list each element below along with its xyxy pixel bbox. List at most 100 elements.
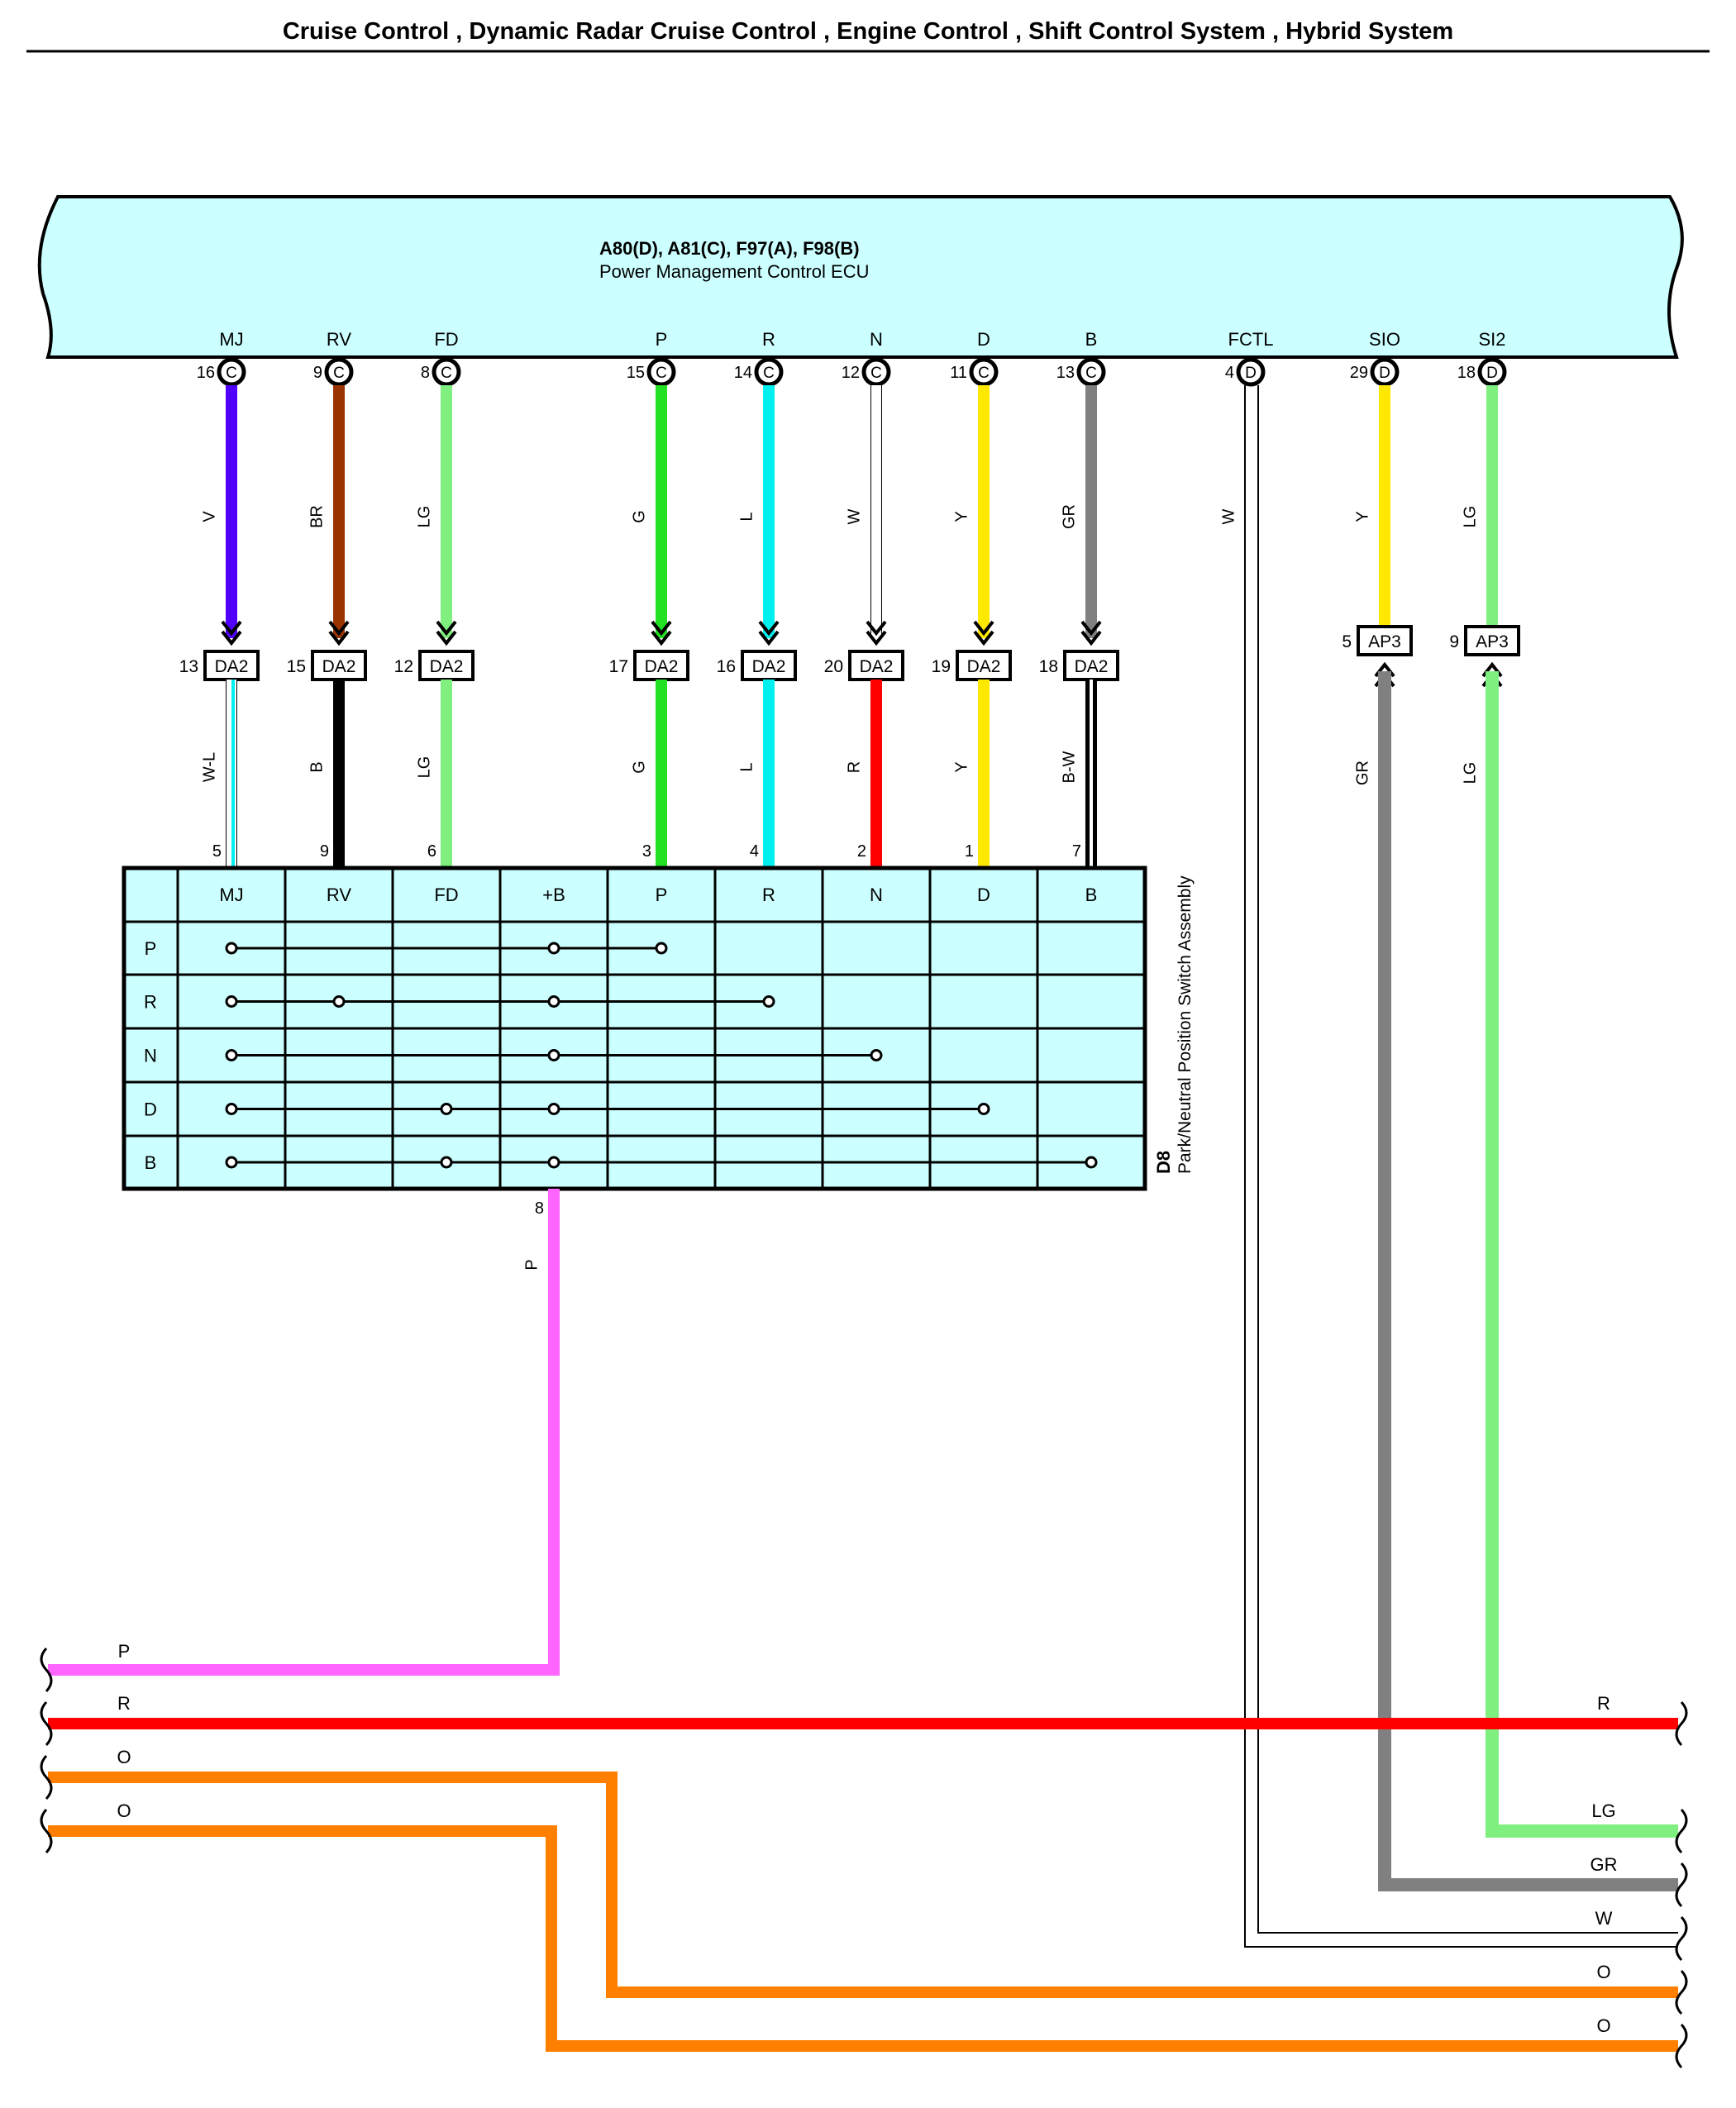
ecu-terminal-pin: 8 [421, 364, 430, 382]
da2-junction-pin: 12 [394, 657, 413, 676]
ecu-terminal-conn: C [333, 365, 345, 382]
ecu-terminal-pin: 11 [950, 364, 967, 382]
ecu-block [37, 195, 1684, 359]
switch-pin: 3 [642, 842, 651, 861]
bus-left-label: R [117, 1693, 131, 1714]
lower-wire-code: B [308, 761, 326, 772]
ecu-terminal-label: B [1085, 329, 1098, 350]
ecu-terminal-label: SI2 [1478, 329, 1505, 350]
ecu-terminal-circle [217, 357, 246, 387]
switch-id: D8 [1153, 1151, 1174, 1174]
ecu-terminal-conn: C [656, 365, 667, 382]
switch-column-header: N [870, 885, 883, 905]
ecu-terminal-label: FD [434, 329, 458, 350]
junction-chevron [758, 620, 780, 646]
ecu-terminal-circle [1370, 357, 1400, 387]
lower-wire-code: W-L [200, 752, 218, 782]
da2-junction-box [848, 650, 904, 681]
switch-contact-point [547, 1049, 560, 1061]
ecu-terminal-circle [646, 357, 676, 387]
bus-right-label: GR [1591, 1854, 1618, 1875]
da2-junction-box [633, 650, 689, 681]
switch-row-label: N [144, 1046, 157, 1066]
switch-contact-point [547, 1156, 560, 1169]
switch-output-wire [48, 1189, 560, 1676]
switch-column-header: R [762, 885, 775, 905]
right-break-mark [1675, 1700, 1688, 1747]
ap3-lower-wire-lg-core [1486, 671, 1678, 1838]
ap3-junction-box [1357, 625, 1413, 656]
ecu-terminal-pin: 29 [1350, 364, 1368, 382]
lower-wire-code: L [737, 762, 756, 771]
switch-name: Park/Neutral Position Switch Assembly [1176, 875, 1195, 1174]
junction-chevron [328, 620, 350, 646]
da2-junction-pin: 20 [824, 657, 843, 676]
switch-row-label: P [145, 938, 157, 959]
left-break-mark [40, 1808, 53, 1854]
ap3-junction-name: AP3 [1368, 632, 1401, 651]
ecu-terminal-conn: C [1085, 365, 1097, 382]
ap3-lower-wire-gr-core [1378, 671, 1678, 1891]
da2-junction-pin: 16 [717, 657, 736, 676]
ecu-terminal-circle [969, 357, 999, 387]
ap3-lower-wire-lg [1486, 671, 1678, 1838]
ecu-terminal-conn: C [763, 365, 775, 382]
ecu-terminal-circle [324, 357, 354, 387]
upper-wire-code: W [845, 508, 863, 524]
upper-wire-code: Y [952, 511, 971, 522]
ecu-terminal-label: MJ [219, 329, 243, 350]
switch-contact-point [655, 942, 668, 955]
lower-wire-code: G [630, 761, 648, 774]
ecu-terminal-circle [1076, 357, 1106, 387]
switch-contact-point [440, 1156, 453, 1169]
upper-wire-code: LG [415, 506, 433, 528]
upper-wire-code: GR [1060, 504, 1078, 529]
ecu-terminal-label: P [656, 329, 668, 350]
switch-pin: 9 [320, 842, 329, 861]
da2-junction-name: DA2 [1075, 657, 1109, 676]
switch-column-header: RV [327, 885, 351, 905]
ap3-junction-pin: 5 [1342, 632, 1352, 651]
ecu-terminal-label: N [870, 329, 883, 350]
switch-pin: 5 [212, 842, 222, 861]
switch-contact-point [440, 1103, 453, 1115]
junction-chevron [221, 620, 242, 646]
ecu-terminal-circle [861, 357, 891, 387]
switch-pin: 1 [965, 842, 974, 861]
switch-output-pin: 8 [535, 1199, 544, 1218]
upper-wire-code: V [200, 511, 218, 522]
lower-wire-code: B-W [1060, 751, 1078, 783]
switch-contact-point [225, 1156, 238, 1169]
bus-wire-o2-core [48, 1825, 1678, 2052]
switch-contact-point [332, 995, 346, 1008]
ap3-junction-box [1464, 625, 1520, 656]
da2-junction-name: DA2 [430, 657, 464, 676]
right-break-mark [1675, 1915, 1688, 1962]
junction-chevron [651, 620, 672, 646]
switch-column-header: MJ [219, 885, 243, 905]
ecu-terminal-conn: C [226, 365, 237, 382]
ecu-terminal-pin: 14 [734, 364, 752, 382]
switch-column-header: FD [434, 885, 458, 905]
da2-junction-pin: 15 [287, 657, 306, 676]
switch-contact-point [225, 942, 238, 955]
ecu-terminal-pin: 16 [197, 364, 215, 382]
switch-column-header: B [1085, 885, 1098, 905]
ecu-terminal-conn: D [1379, 365, 1390, 382]
upper-wire-code: BR [308, 505, 326, 528]
da2-junction-pin: 13 [179, 657, 198, 676]
switch-pin: 6 [427, 842, 436, 861]
switch-contact-point [762, 995, 775, 1008]
ecu-terminal-pin: 18 [1457, 364, 1476, 382]
ecu-name: Power Management Control ECU [599, 261, 869, 282]
switch-contact-point [547, 995, 560, 1008]
switch-pin: 7 [1072, 842, 1081, 861]
switch-pin: 2 [857, 842, 866, 861]
ap3-junction-name: AP3 [1476, 632, 1509, 651]
ap3-junction-pin: 9 [1449, 632, 1459, 651]
ecu-connectors: A80(D), A81(C), F97(A), F98(B) [599, 238, 860, 259]
switch-column-header: D [977, 885, 990, 905]
switch-output-code: P [522, 1259, 541, 1270]
upper-wire-code: W [1219, 508, 1238, 524]
